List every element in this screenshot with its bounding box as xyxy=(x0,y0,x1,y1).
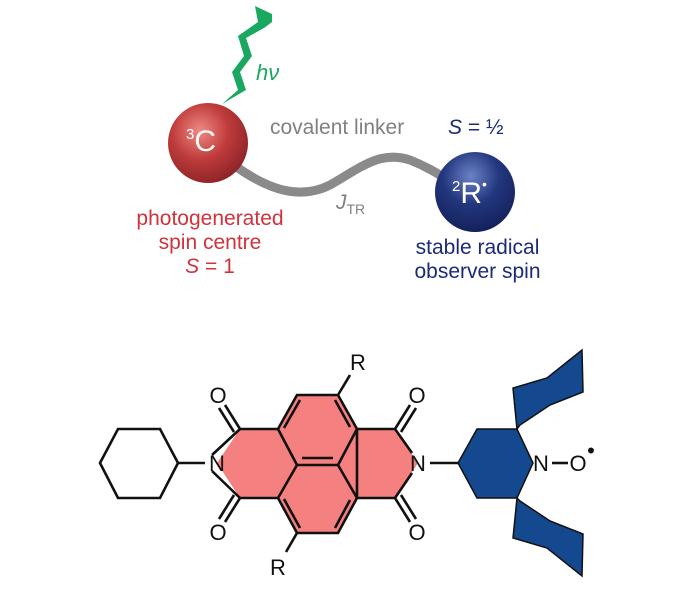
cyclohexyl-ring xyxy=(98,427,180,500)
triplet-spin-value: = 1 xyxy=(199,255,235,278)
nitrogen-right: N xyxy=(410,451,426,476)
triplet-caption-line2: spin centre xyxy=(158,231,262,254)
oxygen-radical: O xyxy=(569,451,586,476)
triplet-label: 3C xyxy=(186,127,216,157)
radical-label: 2R• xyxy=(452,177,487,209)
oxygen-bottom-right: O xyxy=(408,520,425,545)
radical-dot: • xyxy=(587,438,595,463)
radical-dot-label: • xyxy=(482,176,487,192)
oxygen-top-left: O xyxy=(209,383,226,408)
coupling-sub: TR xyxy=(346,201,366,218)
triplet-letter: C xyxy=(194,125,217,158)
radical-caption-line2: observer spin xyxy=(414,260,541,283)
linker-label: covalent linker xyxy=(270,116,405,139)
radical-letter: R xyxy=(460,177,483,210)
triplet-spin-symbol: S xyxy=(185,255,200,278)
radical-spin-symbol: S xyxy=(448,116,463,139)
triplet-spin: S = 1 xyxy=(110,255,310,279)
radical-sphere xyxy=(435,152,515,232)
triplet-caption: photogenerated spin centre S = 1 xyxy=(110,207,310,279)
light-label: hν xyxy=(256,60,280,85)
r-group-bottom: R xyxy=(270,555,286,580)
radical-multiplicity: 2 xyxy=(452,178,461,195)
triplet-sphere xyxy=(168,103,248,183)
nitrogen-left: N xyxy=(209,451,225,476)
coupling-j: J xyxy=(336,191,347,214)
coupling-label: JTR xyxy=(336,192,365,216)
r-group-top: R xyxy=(350,350,366,375)
radical-caption: stable radical observer spin xyxy=(390,236,565,284)
tempo-radical xyxy=(457,348,584,578)
radical-spin-value: = ½ xyxy=(462,116,504,139)
radical-caption-line1: stable radical xyxy=(415,236,540,259)
light-bolt-icon xyxy=(222,6,272,104)
nitrogen-tempo: N xyxy=(533,451,549,476)
triplet-caption-line1: photogenerated xyxy=(136,207,284,230)
core-bonds xyxy=(98,374,568,553)
covalent-linker xyxy=(233,152,450,197)
radical-spin: S = ½ xyxy=(448,117,503,138)
oxygen-bottom-left: O xyxy=(209,520,226,545)
triplet-multiplicity: 3 xyxy=(186,126,195,143)
oxygen-top-right: O xyxy=(408,383,425,408)
